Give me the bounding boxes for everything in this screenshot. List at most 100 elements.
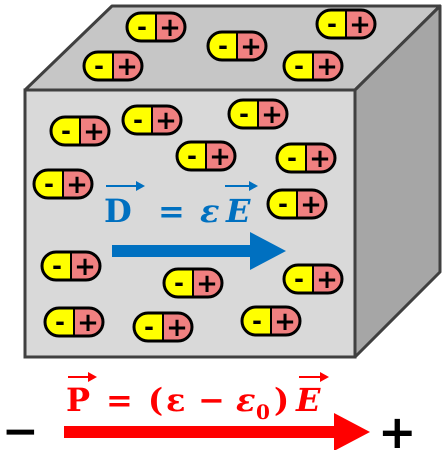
dipole-plus-label: + (349, 10, 371, 40)
dipole: -+ (43, 306, 105, 338)
d-symbol: D (104, 192, 132, 230)
dipole-negative-half (268, 190, 297, 218)
dipole-positive-half (80, 117, 109, 145)
dipole-negative-half (284, 265, 313, 293)
dipole-positive-half (313, 52, 342, 80)
dipole-minus-label: - (133, 106, 143, 134)
dipole-negative-half (177, 142, 206, 170)
dipole-plus-label: + (83, 117, 105, 147)
p-zero-subscript: 0 (256, 400, 270, 424)
dipole-plus-label: + (116, 52, 138, 82)
p-e-symbol: E (295, 381, 321, 419)
dipole-minus-label: - (94, 52, 104, 80)
p-open-paren: ( (148, 381, 163, 419)
dipole-plus-label: + (74, 252, 96, 282)
dipole-plus-label: + (209, 142, 231, 172)
p-epsilon-zero: ε (236, 381, 255, 419)
dipole-minus-label: - (52, 252, 62, 280)
dipole-negative-half (317, 10, 346, 38)
dipole-positive-half (206, 142, 235, 170)
dipole-minus-label: - (278, 190, 288, 218)
dipole-negative-half (164, 269, 193, 297)
p-arrow-shaft (64, 426, 336, 438)
polarization-equation: P = ( ε − ε 0 ) E (66, 372, 329, 424)
dipole: -+ (227, 98, 289, 130)
dipole-positive-half (313, 265, 342, 293)
dipole-positive-half (113, 52, 142, 80)
dipole-positive-half (346, 10, 375, 38)
dipole-positive-half (63, 170, 92, 198)
dipole-plus-label: + (261, 100, 283, 130)
dipole-negative-half (134, 313, 163, 341)
dipole: -+ (315, 8, 377, 40)
dipole-negative-half (84, 52, 113, 80)
dipole-minus-label: - (252, 307, 262, 335)
dipole-plus-label: + (159, 13, 181, 43)
dipole-minus-label: - (44, 170, 54, 198)
dipole: -+ (206, 30, 268, 62)
p-close-paren: ) (274, 381, 289, 419)
dipole-negative-half (242, 307, 271, 335)
p-minus: − (198, 381, 225, 419)
dipole-positive-half (74, 308, 103, 336)
dipole-positive-half (71, 252, 100, 280)
dipole-positive-half (193, 269, 222, 297)
dipole: -+ (40, 250, 102, 282)
dipole: -+ (49, 115, 111, 147)
dipole-positive-half (297, 190, 326, 218)
dipole: -+ (175, 140, 237, 172)
dipole-negative-half (34, 170, 63, 198)
dipole-positive-half (271, 307, 300, 335)
positive-terminal: + (378, 405, 417, 450)
dipole-minus-label: - (294, 265, 304, 293)
dipole-positive-half (258, 100, 287, 128)
d-field-arrow (112, 232, 286, 270)
p-vector-arrow-tip (88, 372, 97, 382)
dipole-negative-half (123, 106, 152, 134)
dipole: -+ (125, 11, 187, 43)
d-epsilon: ε (200, 192, 219, 230)
dipole-minus-label: - (294, 52, 304, 80)
p-arrow-head (334, 413, 370, 450)
dipole: -+ (82, 50, 144, 82)
dipole-minus-label: - (55, 308, 65, 336)
dipole: -+ (266, 188, 328, 220)
dipole-negative-half (127, 13, 156, 41)
dipole-negative-half (284, 52, 313, 80)
dipole-negative-half (229, 100, 258, 128)
d-e-symbol: E (225, 192, 251, 230)
d-vector-arrow-tip (136, 181, 145, 191)
dipole: -+ (162, 267, 224, 299)
dipole-plus-label: + (309, 144, 331, 174)
dipole-minus-label: - (287, 144, 297, 172)
dipole-plus-label: + (66, 170, 88, 200)
negative-terminal: − (2, 406, 39, 450)
e-vector-arrow-tip-d (249, 181, 258, 191)
dipole: -+ (32, 168, 94, 200)
dipole: -+ (275, 142, 337, 174)
dipole-plus-label: + (166, 313, 188, 343)
dipole-plus-label: + (77, 308, 99, 338)
dipole-plus-label: + (316, 52, 338, 82)
dipole-minus-label: - (239, 100, 249, 128)
dipole-positive-half (156, 13, 185, 41)
polarization-arrow (64, 413, 370, 450)
dipole-negative-half (51, 117, 80, 145)
d-field-equation: D = ε E (104, 181, 258, 230)
dipole-minus-label: - (327, 10, 337, 38)
dipole-plus-label: + (300, 190, 322, 220)
dipole-positive-half (306, 144, 335, 172)
dipole-plus-label: + (316, 265, 338, 295)
d-equals: = (158, 192, 185, 230)
dipole: -+ (132, 311, 194, 343)
p-epsilon: ε (166, 381, 185, 419)
p-symbol: P (66, 381, 90, 419)
dipole-plus-label: + (155, 106, 177, 136)
p-equals: = (106, 381, 133, 419)
dipole-plus-label: + (196, 269, 218, 299)
dipole-negative-half (277, 144, 306, 172)
dipole: -+ (282, 50, 344, 82)
dipole-minus-label: - (137, 13, 147, 41)
